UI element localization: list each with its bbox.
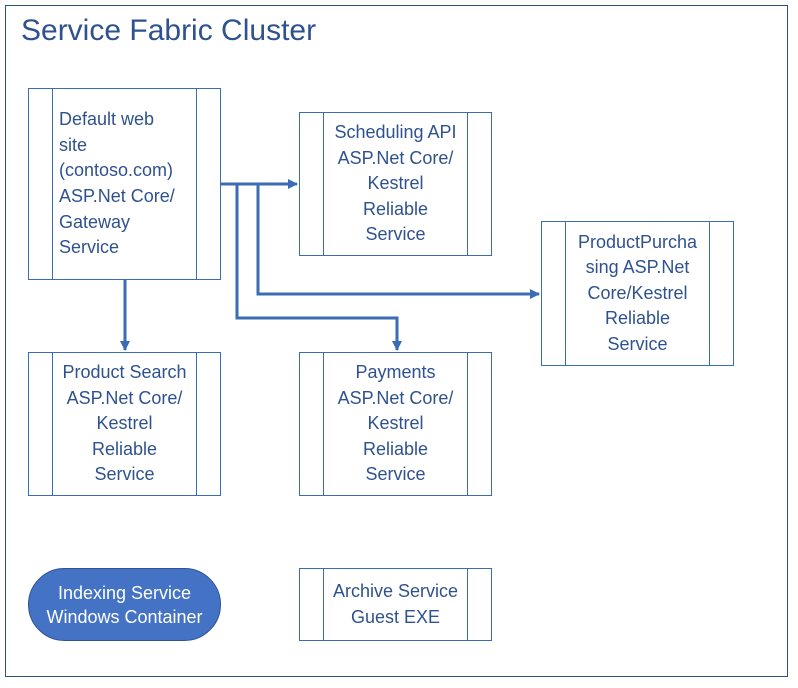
label-line: Product Search [62,362,187,383]
label-line: Default web [59,109,155,130]
cluster-title: Service Fabric Cluster [21,14,317,47]
label-line: Service [365,224,426,245]
product-search-box: Product Search ASP.Net Core/ Kestrel Rel… [28,352,221,496]
box-side-bar [300,113,324,255]
label-line: Gateway [59,211,131,232]
label-line: (contoso.com) [59,160,174,181]
box-side-bar [467,113,491,255]
box-side-bar [196,353,220,495]
gateway-service-box: Default web site (contoso.com) ASP.Net C… [28,88,221,280]
box-side-bar [29,89,53,279]
scheduling-api-label: Scheduling API ASP.Net Core/ Kestrel Rel… [324,113,467,255]
label-line: Service [59,237,120,258]
box-side-bar [29,353,53,495]
label-line: Reliable [362,198,429,219]
label-line: sing ASP.Net [585,257,690,278]
label-line: ASP.Net Core/ [337,387,454,408]
label-line: Windows Container [46,606,203,627]
product-search-label: Product Search ASP.Net Core/ Kestrel Rel… [53,353,196,495]
product-purchasing-label: ProductPurcha sing ASP.Net Core/Kestrel … [566,222,709,365]
label-line: Guest EXE [350,606,441,627]
label-line: ASP.Net Core/ [66,387,183,408]
label-line: Archive Service [332,580,459,601]
box-side-bar [300,353,324,495]
label-line: Kestrel [367,173,424,194]
payments-box: Payments ASP.Net Core/ Kestrel Reliable … [299,352,492,496]
scheduling-api-box: Scheduling API ASP.Net Core/ Kestrel Rel… [299,112,492,256]
cluster-frame [5,5,788,677]
indexing-service-oval: Indexing Service Windows Container [28,568,221,641]
label-line: site [59,134,88,155]
payments-label: Payments ASP.Net Core/ Kestrel Reliable … [324,353,467,495]
label-line: Kestrel [367,413,424,434]
label-line: Scheduling API [334,122,457,143]
label-line: Service [94,464,155,485]
product-purchasing-box: ProductPurcha sing ASP.Net Core/Kestrel … [541,221,734,366]
label-line: Reliable [604,308,671,329]
label-line: Core/Kestrel [587,282,688,303]
label-line: ProductPurcha [577,231,698,252]
label-line: ASP.Net Core/ [337,147,454,168]
label-line: Service [365,464,426,485]
archive-service-box: Archive Service Guest EXE [299,568,492,641]
box-side-bar [300,569,324,640]
label-line: Reliable [362,438,429,459]
label-line: Reliable [91,438,158,459]
label-line: Payments [355,362,436,383]
box-side-bar [196,89,220,279]
label-line: ASP.Net Core/ [59,186,175,206]
gateway-service-label: Default web site (contoso.com) ASP.Net C… [53,89,196,279]
box-side-bar [467,569,491,640]
label-line: Service [607,333,668,354]
box-side-bar [542,222,566,365]
box-side-bar [467,353,491,495]
connector-gateway-to-purchasing [256,184,540,299]
archive-service-label: Archive Service Guest EXE [324,569,467,640]
connector-gateway-to-payments [235,184,402,351]
label-line: Kestrel [96,413,153,434]
label-line: Indexing Service [57,582,192,603]
box-side-bar [709,222,733,365]
